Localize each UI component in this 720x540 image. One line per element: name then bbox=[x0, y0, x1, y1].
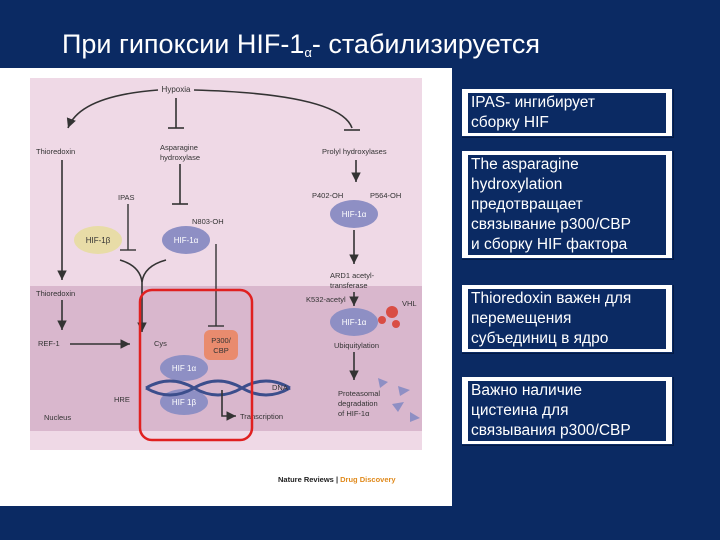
label-thioredoxin-nucleus: Thioredoxin bbox=[36, 289, 75, 298]
label-p564: P564-OH bbox=[370, 191, 401, 200]
label-hif1b-nuc: HIF 1β bbox=[172, 398, 197, 407]
label-prolyl-hydroxylases: Prolyl hydroxylases bbox=[322, 147, 387, 156]
hif1a-hydroxylated bbox=[330, 200, 378, 228]
label-hif1a-nuc: HIF 1α bbox=[172, 364, 197, 373]
title-main: При гипоксии HIF-1 bbox=[62, 29, 305, 59]
note-asparagine-line-4: связывание p300/CBP bbox=[468, 215, 666, 235]
note-cysteine-line-2: цистеина для bbox=[468, 401, 666, 421]
pathway-diagram: Hypoxia Thioredoxin Asparagine hydroxyla… bbox=[30, 78, 422, 484]
label-ref1: REF-1 bbox=[38, 339, 60, 348]
title-subscript: α bbox=[304, 45, 312, 60]
note-asparagine-line-2: hydroxylation bbox=[468, 175, 666, 195]
note-thioredoxin-line-1: Thioredoxin важен для bbox=[468, 289, 666, 309]
label-ard1-1: ARD1 acetyl- bbox=[330, 271, 375, 280]
bottom-strip bbox=[0, 506, 720, 540]
label-ipas: IPAS bbox=[118, 193, 135, 202]
dna-strand-1 bbox=[145, 379, 291, 397]
note-asparagine-line-1: The asparagine bbox=[468, 155, 666, 175]
label-ard1-2: transferase bbox=[330, 281, 368, 290]
hif1a-cytoplasm bbox=[162, 226, 210, 254]
note-asparagine-line-3: предотвращает bbox=[468, 195, 666, 215]
credit-section: Drug Discovery bbox=[340, 475, 396, 484]
label-nucleus: Nucleus bbox=[44, 413, 71, 422]
svg-text:Nature Reviews | Drug Discover: Nature Reviews | Drug Discovery bbox=[278, 475, 396, 484]
note-ipas-line-1: IPAS- ингибирует bbox=[468, 93, 666, 113]
label-p300-1: P300/ bbox=[211, 336, 232, 345]
label-hypoxia: Hypoxia bbox=[162, 85, 191, 94]
label-cys: Cys bbox=[154, 339, 167, 348]
label-asparagine-2: hydroxylase bbox=[160, 153, 200, 162]
credit-separator: | bbox=[334, 475, 340, 484]
label-hif1a-ub: HIF-1α bbox=[342, 318, 367, 327]
label-dna: DNA bbox=[272, 383, 288, 392]
label-proteasomal-2: degradation bbox=[338, 399, 378, 408]
note-ipas-line-2: сборку HIF bbox=[468, 113, 666, 133]
note-asparagine-line-5: и сборку HIF фактора bbox=[468, 235, 666, 255]
vhl-molecule bbox=[386, 306, 398, 318]
highlight-box bbox=[138, 288, 254, 442]
label-hif1a-oh: HIF-1α bbox=[342, 210, 367, 219]
hif1b-cytoplasm bbox=[74, 226, 122, 254]
slide-title: При гипоксии HIF-1α- стабилизируется bbox=[62, 24, 702, 64]
label-proteasomal-1: Proteasomal bbox=[338, 389, 380, 398]
label-transcription: Transcription bbox=[240, 412, 283, 421]
hif-pathway-figure: Hypoxia Thioredoxin Asparagine hydroxyla… bbox=[0, 68, 452, 506]
note-cysteine-line-1: Важно наличие bbox=[468, 381, 666, 401]
p300-cbp bbox=[204, 330, 238, 360]
hif1a-nucleus bbox=[160, 355, 208, 381]
dna-strand-2 bbox=[145, 379, 291, 397]
note-thioredoxin-line-3: субъединиц в ядро bbox=[468, 329, 666, 349]
label-ubiquitylation: Ubiquitylation bbox=[334, 341, 379, 350]
note-cysteine-line-3: связывания р300/CBP bbox=[468, 421, 666, 441]
label-k532: K532-acetyl bbox=[306, 295, 346, 304]
label-vhl: VHL bbox=[402, 299, 417, 308]
label-n803: N803-OH bbox=[192, 217, 224, 226]
credit-journal: Nature Reviews bbox=[278, 475, 334, 484]
label-hif1a: HIF-1α bbox=[174, 236, 199, 245]
label-asparagine-1: Asparagine bbox=[160, 143, 198, 152]
label-proteasomal-3: of HIF-1α bbox=[338, 409, 370, 418]
title-rest: - стабилизируется bbox=[311, 29, 541, 59]
label-p402: P402-OH bbox=[312, 191, 343, 200]
label-hif1b: HIF-1β bbox=[86, 236, 111, 245]
hif1a-acetylated bbox=[330, 308, 378, 336]
label-hre: HRE bbox=[114, 395, 130, 404]
label-thioredoxin-top: Thioredoxin bbox=[36, 147, 75, 156]
note-thioredoxin-line-2: перемещения bbox=[468, 309, 666, 329]
label-p300-2: CBP bbox=[213, 346, 228, 355]
